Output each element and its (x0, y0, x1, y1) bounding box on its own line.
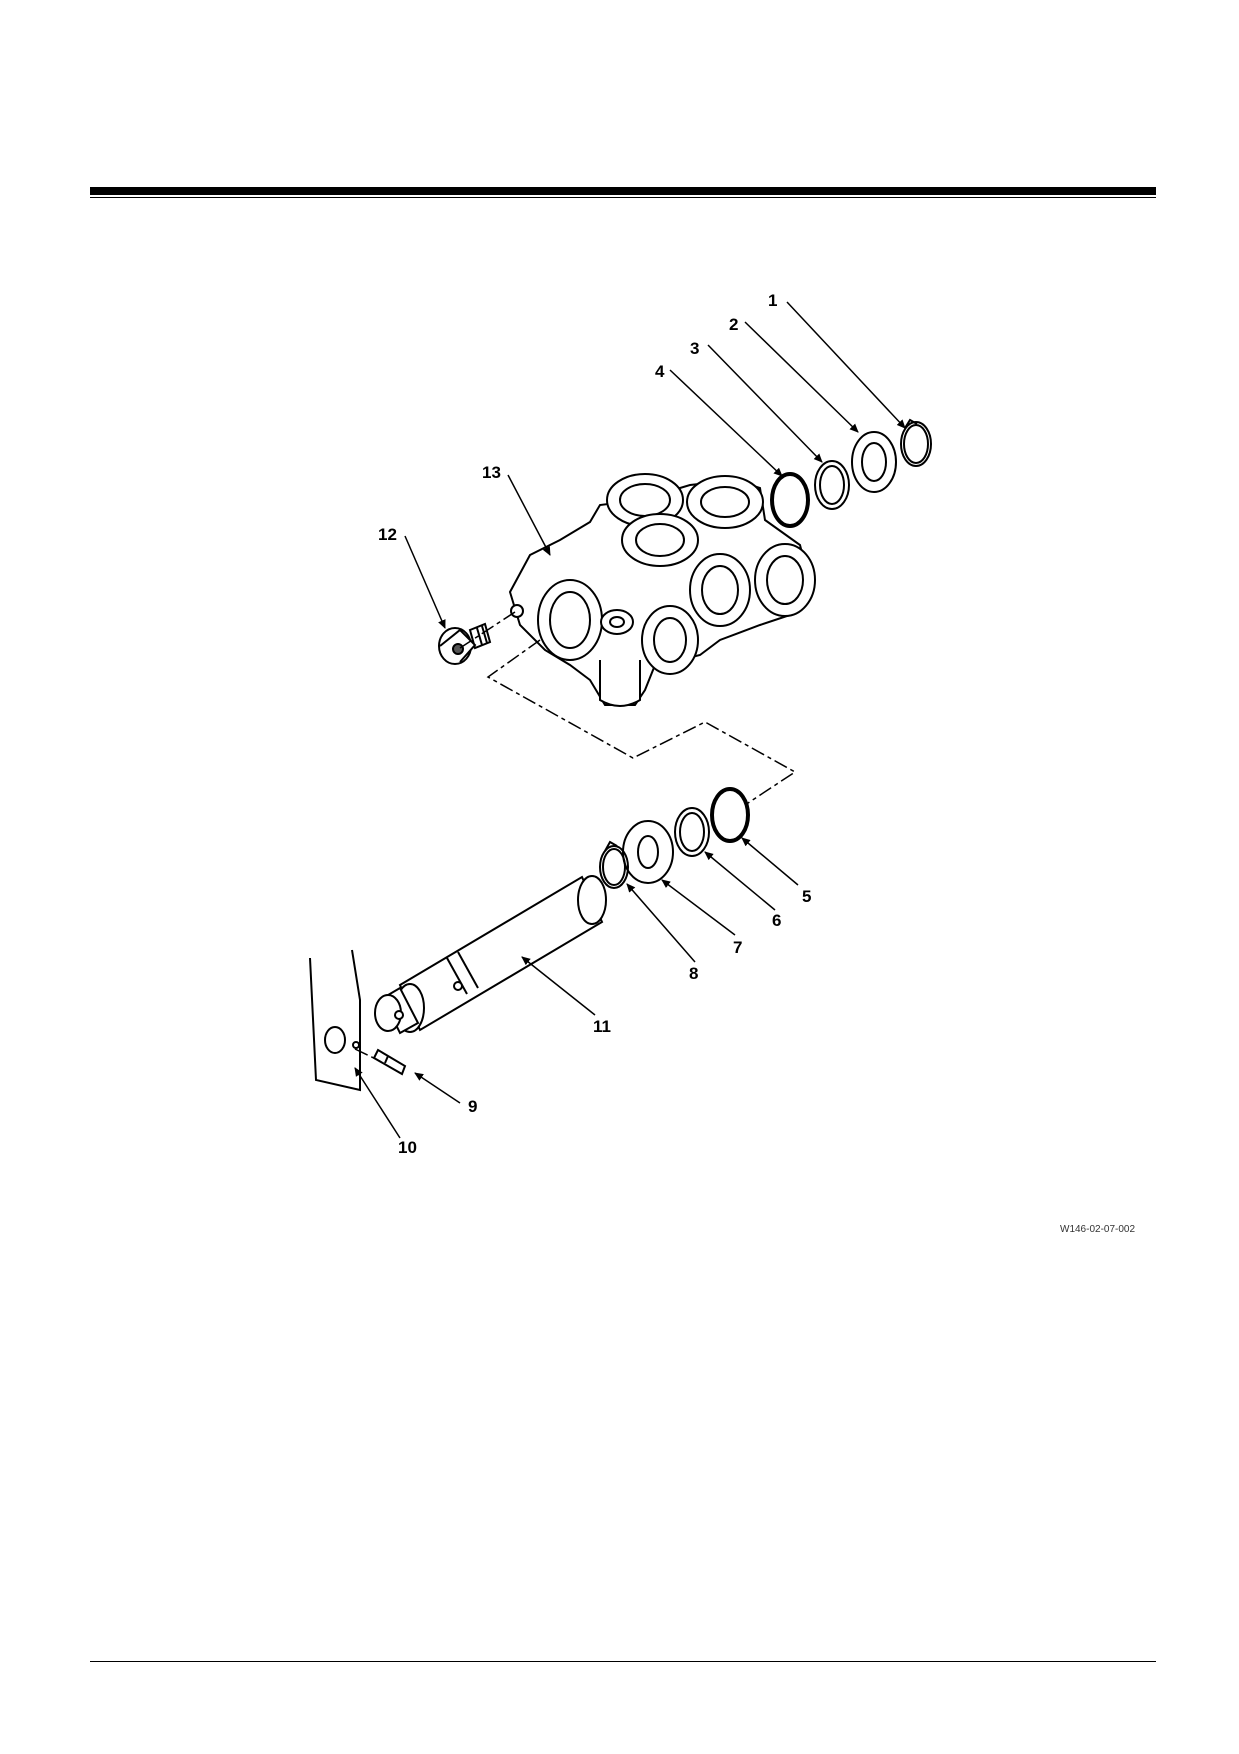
spool-shaft (374, 875, 607, 1035)
callout-13: 13 (482, 463, 501, 482)
assembly-path (354, 611, 797, 1061)
callout-4: 4 (655, 362, 665, 381)
callout-1: 1 (768, 291, 777, 310)
socket-screw (438, 622, 492, 665)
lower-rings (599, 787, 750, 889)
callout-11: 11 (593, 1017, 611, 1036)
header-rule (90, 187, 1156, 195)
callout-10: 10 (398, 1138, 417, 1157)
callout-9: 9 (468, 1097, 477, 1116)
callout-7: 7 (733, 938, 742, 957)
lever (309, 949, 361, 1092)
roll-pin (372, 1048, 407, 1076)
upper-rings (770, 418, 932, 528)
callout-5: 5 (802, 887, 811, 906)
footer-rule (90, 1661, 1156, 1662)
callout-12: 12 (378, 525, 397, 544)
valve-body (508, 473, 816, 707)
callout-3: 3 (690, 339, 699, 358)
leader-lines (354, 301, 906, 1139)
callout-8: 8 (689, 964, 698, 983)
callout-2: 2 (729, 315, 738, 334)
callout-6: 6 (772, 911, 781, 930)
header-rule-thin (90, 197, 1156, 198)
figure-id: W146-02-07-002 (1060, 1224, 1136, 1235)
